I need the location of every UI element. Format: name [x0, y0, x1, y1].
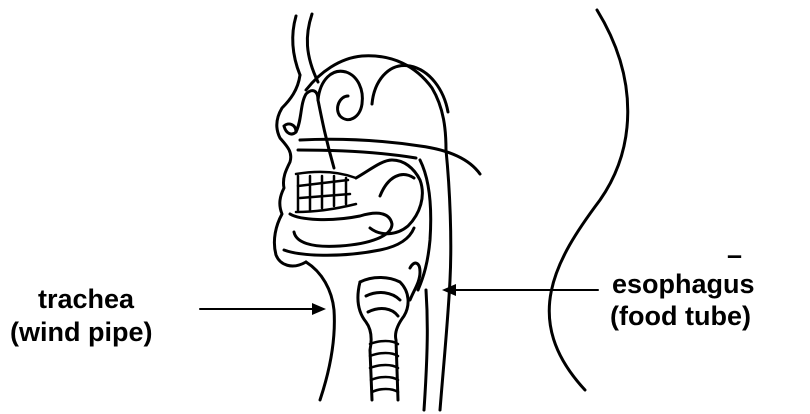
upper-jaw-back	[318, 100, 334, 168]
esophagus-sublabel: (food tube)	[610, 300, 751, 332]
back-of-neck-outline	[549, 10, 628, 390]
palate-line	[298, 150, 416, 158]
nose-bridge	[296, 91, 318, 132]
nasal-cavity-outline	[318, 71, 362, 119]
hair-strand	[293, 16, 300, 75]
epiglottis	[410, 263, 420, 300]
larynx-back-line	[424, 290, 427, 410]
front-neck-outline	[306, 262, 334, 400]
lower-jaw-outline	[290, 213, 392, 246]
thyroid-cartilage	[366, 293, 400, 316]
trachea-label: trachea	[38, 283, 134, 315]
tongue-outline	[356, 160, 422, 234]
esophagus-label: esophagus	[612, 268, 755, 300]
skull-inner-line	[372, 65, 448, 112]
tongue-top-curve	[380, 175, 414, 196]
pharynx-back-wall	[440, 150, 451, 410]
stray-dash-mark: –	[727, 240, 742, 270]
trachea-rings	[370, 341, 398, 392]
upper-teeth	[296, 172, 356, 212]
larynx-front	[358, 282, 372, 400]
trachea-arrowhead	[312, 303, 326, 315]
trachea-sublabel: (wind pipe)	[10, 316, 152, 348]
nostril	[284, 124, 296, 134]
hair-strand	[307, 14, 318, 82]
